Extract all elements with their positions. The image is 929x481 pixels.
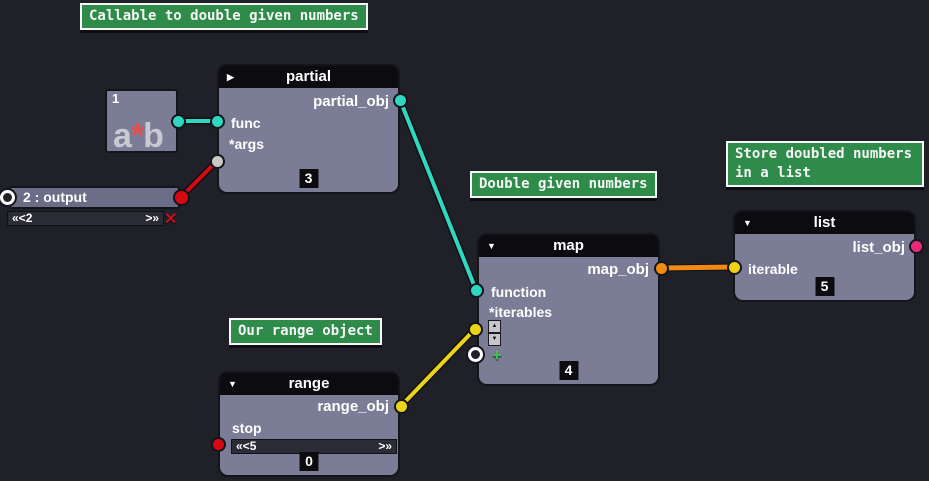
- output-label-map-obj: map_obj: [587, 261, 649, 278]
- node-number: 1: [112, 91, 120, 106]
- node-update-badge: 0: [299, 452, 319, 471]
- expanded-icon[interactable]: ▼: [228, 379, 237, 389]
- port-map-iterables[interactable]: [468, 322, 483, 337]
- node-title: range: [288, 375, 330, 392]
- input-label-iterables: *iterables: [489, 304, 553, 320]
- node-map-titlebar[interactable]: ▼ map: [479, 235, 658, 257]
- slider-left-arrows[interactable]: «<5: [236, 439, 257, 453]
- port-range-stop[interactable]: [211, 437, 226, 452]
- port-list-obj[interactable]: [909, 239, 924, 254]
- node-expression[interactable]: 1 a*b: [105, 89, 178, 155]
- node-title: map: [553, 237, 584, 254]
- output-label-range-obj: range_obj: [317, 398, 389, 415]
- comment-double[interactable]: Double given numbers: [470, 171, 657, 198]
- node-range-titlebar[interactable]: ▼ range: [220, 373, 398, 395]
- port-map-add-input[interactable]: [468, 347, 483, 362]
- wire-mapobj-to-iterable[interactable]: [657, 263, 738, 272]
- expression-text: a*b: [113, 117, 164, 155]
- collapsed-icon[interactable]: ▶: [227, 72, 234, 82]
- node-list-titlebar[interactable]: ▼ list: [735, 212, 914, 234]
- output-variable-label: 2 : output: [23, 189, 87, 205]
- node-update-badge: 5: [815, 277, 834, 296]
- comment-callable[interactable]: Callable to double given numbers: [80, 3, 368, 30]
- input-label-func: func: [231, 115, 261, 131]
- output-label-partial-obj: partial_obj: [313, 93, 389, 110]
- iterables-count-stepper[interactable]: ▲ ▼: [488, 320, 501, 346]
- output-variable-slider[interactable]: «<2 >»: [7, 211, 164, 226]
- port-expr-result[interactable]: [171, 114, 186, 129]
- comment-range[interactable]: Our range object: [229, 318, 382, 345]
- input-label-stop: stop: [232, 420, 262, 436]
- port-map-obj[interactable]: [654, 261, 669, 276]
- output-label-list-obj: list_obj: [852, 239, 905, 256]
- close-icon[interactable]: ✕: [164, 211, 178, 228]
- port-list-iterable[interactable]: [727, 260, 742, 275]
- input-label-args: *args: [229, 136, 265, 152]
- input-label-function: function: [491, 284, 547, 300]
- port-output-widget[interactable]: [173, 189, 190, 206]
- port-output-widget-ring[interactable]: [0, 190, 15, 205]
- wire-partialobj-to-function[interactable]: [396, 96, 480, 294]
- slider-right-arrows[interactable]: >»: [145, 211, 159, 225]
- node-partial[interactable]: ▶ partial partial_obj func *args 3: [217, 64, 400, 194]
- expanded-icon[interactable]: ▼: [743, 218, 752, 228]
- node-map[interactable]: ▼ map map_obj function *iterables ▲ ▼ + …: [477, 233, 660, 386]
- expanded-icon[interactable]: ▼: [487, 241, 496, 251]
- node-update-badge: 3: [299, 169, 318, 188]
- node-list[interactable]: ▼ list list_obj iterable 5: [733, 210, 916, 302]
- node-range[interactable]: ▼ range range_obj stop «<5 >» 0: [218, 371, 400, 477]
- port-partial-func[interactable]: [210, 114, 225, 129]
- slider-right-arrows[interactable]: >»: [378, 439, 392, 453]
- stepper-down-icon[interactable]: ▼: [488, 333, 501, 346]
- output-variable-bar[interactable]: 2 : output: [9, 186, 180, 209]
- node-title: list: [813, 214, 836, 231]
- comment-store[interactable]: Store doubled numbers in a list: [726, 141, 924, 187]
- port-range-obj[interactable]: [394, 399, 409, 414]
- node-update-badge: 4: [559, 361, 578, 380]
- node-partial-titlebar[interactable]: ▶ partial: [219, 66, 398, 88]
- input-label-iterable: iterable: [748, 261, 798, 277]
- port-partial-obj[interactable]: [393, 93, 408, 108]
- port-map-function[interactable]: [469, 283, 484, 298]
- slider-left-arrows[interactable]: «<2: [12, 211, 33, 225]
- slider-value: 5: [249, 439, 257, 453]
- stepper-up-icon[interactable]: ▲: [488, 320, 501, 333]
- node-title: partial: [285, 68, 331, 85]
- wire-rangeobj-to-iterables[interactable]: [397, 325, 479, 410]
- add-input-icon[interactable]: +: [492, 346, 502, 365]
- port-partial-args[interactable]: [210, 154, 225, 169]
- slider-value: 2: [25, 211, 33, 225]
